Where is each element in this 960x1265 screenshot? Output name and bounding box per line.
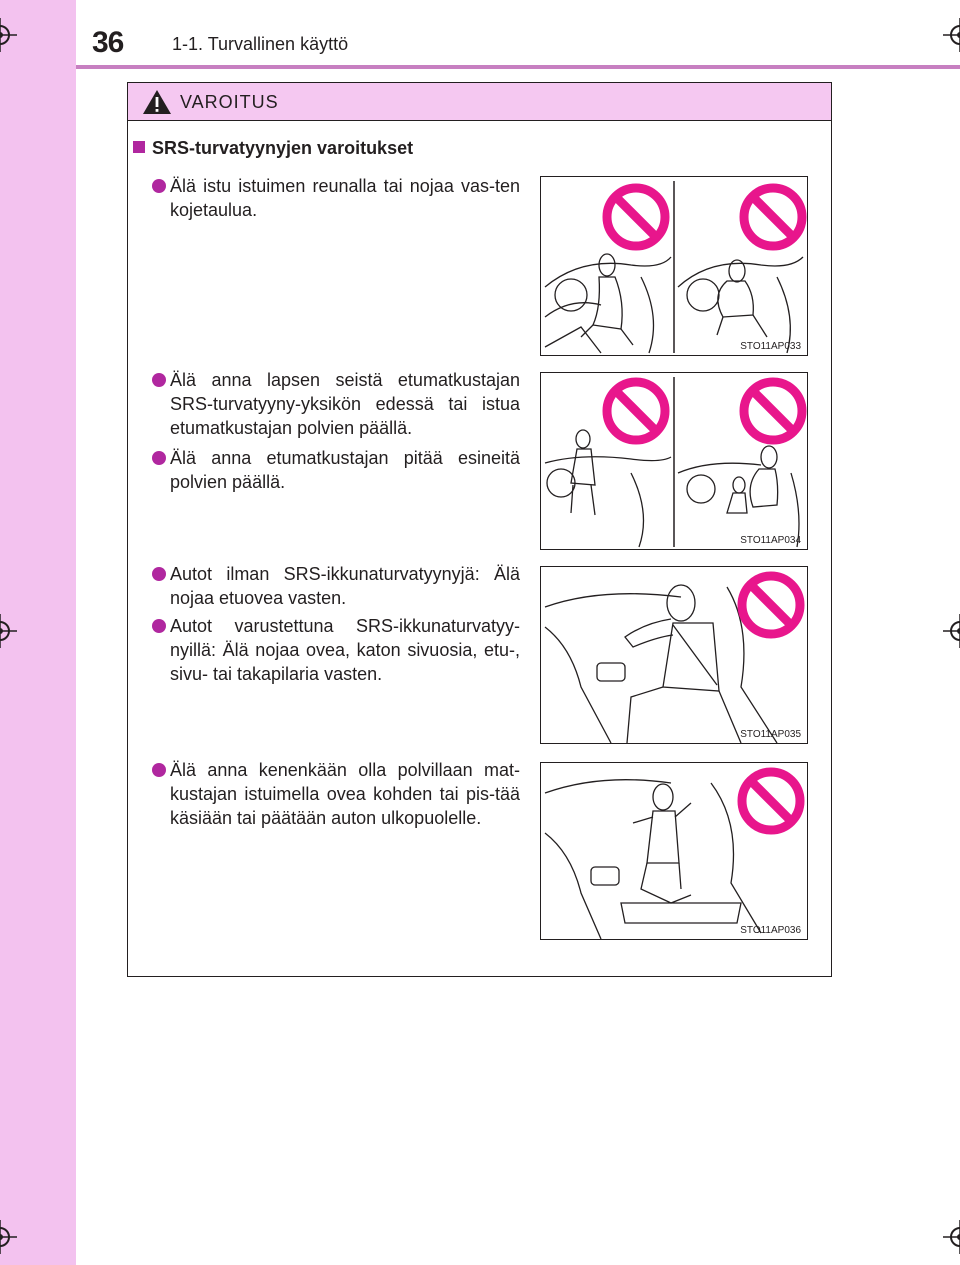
- bullet-item: Autot varustettuna SRS-ikkunaturvatyy-ny…: [152, 614, 520, 686]
- registration-mark-icon: [0, 18, 17, 52]
- bullet-dot-icon: [152, 763, 166, 777]
- bullet-item: Älä anna lapsen seistä etumatkustajan SR…: [152, 368, 520, 440]
- figure-leaning-dashboard: STO11AP033: [540, 176, 808, 356]
- warning-label: VAROITUS: [180, 92, 279, 112]
- bullet-item: Älä anna etumatkustajan pitää esineitä p…: [152, 446, 520, 494]
- registration-mark-icon: [943, 1220, 960, 1254]
- figure-kneeling-seat: STO11AP036: [540, 762, 808, 940]
- prohibition-icon: [739, 377, 807, 445]
- bullet-dot-icon: [152, 567, 166, 581]
- bullet-dot-icon: [152, 451, 166, 465]
- page-number: 36: [92, 26, 124, 59]
- registration-mark-icon: [0, 1220, 17, 1254]
- subheading: SRS-turvatyynyjen varoitukset: [133, 138, 413, 159]
- header-rule: [76, 65, 960, 69]
- warning-header: VAROITUS: [128, 83, 831, 121]
- figure-illustration: [544, 767, 805, 939]
- figure-illustration: [544, 377, 807, 548]
- bullet-item: Autot ilman SRS-ikkunaturvatyynyjä: Älä …: [152, 562, 520, 610]
- figure-child-front-seat: STO11AP034: [540, 372, 808, 550]
- warning-box: VAROITUS: [127, 82, 832, 977]
- warning-triangle-icon: [143, 90, 171, 114]
- prohibition-icon: [739, 183, 807, 251]
- prohibition-icon: [602, 183, 670, 251]
- bullet-item: Älä istu istuimen reunalla tai nojaa vas…: [152, 174, 520, 222]
- registration-mark-icon: [0, 614, 17, 648]
- prohibition-icon: [602, 377, 670, 445]
- figure-code: STO11AP035: [740, 729, 801, 740]
- bullet-item: Älä anna kenenkään olla polvillaan mat-k…: [152, 758, 520, 830]
- registration-mark-icon: [943, 614, 960, 648]
- figure-illustration: [544, 181, 807, 354]
- figure-code: STO11AP036: [740, 925, 801, 936]
- figure-code: STO11AP034: [740, 535, 801, 546]
- section-title: 1-1. Turvallinen käyttö: [172, 34, 349, 54]
- bullet-dot-icon: [152, 179, 166, 193]
- square-bullet-icon: [133, 141, 145, 153]
- figure-illustration: [544, 571, 805, 743]
- bullet-dot-icon: [152, 619, 166, 633]
- figure-code: STO11AP033: [740, 341, 801, 352]
- side-strip: [0, 0, 76, 1265]
- figure-leaning-door: STO11AP035: [540, 566, 808, 744]
- registration-mark-icon: [943, 18, 960, 52]
- prohibition-icon: [737, 571, 805, 639]
- bullet-dot-icon: [152, 373, 166, 387]
- prohibition-icon: [737, 767, 805, 835]
